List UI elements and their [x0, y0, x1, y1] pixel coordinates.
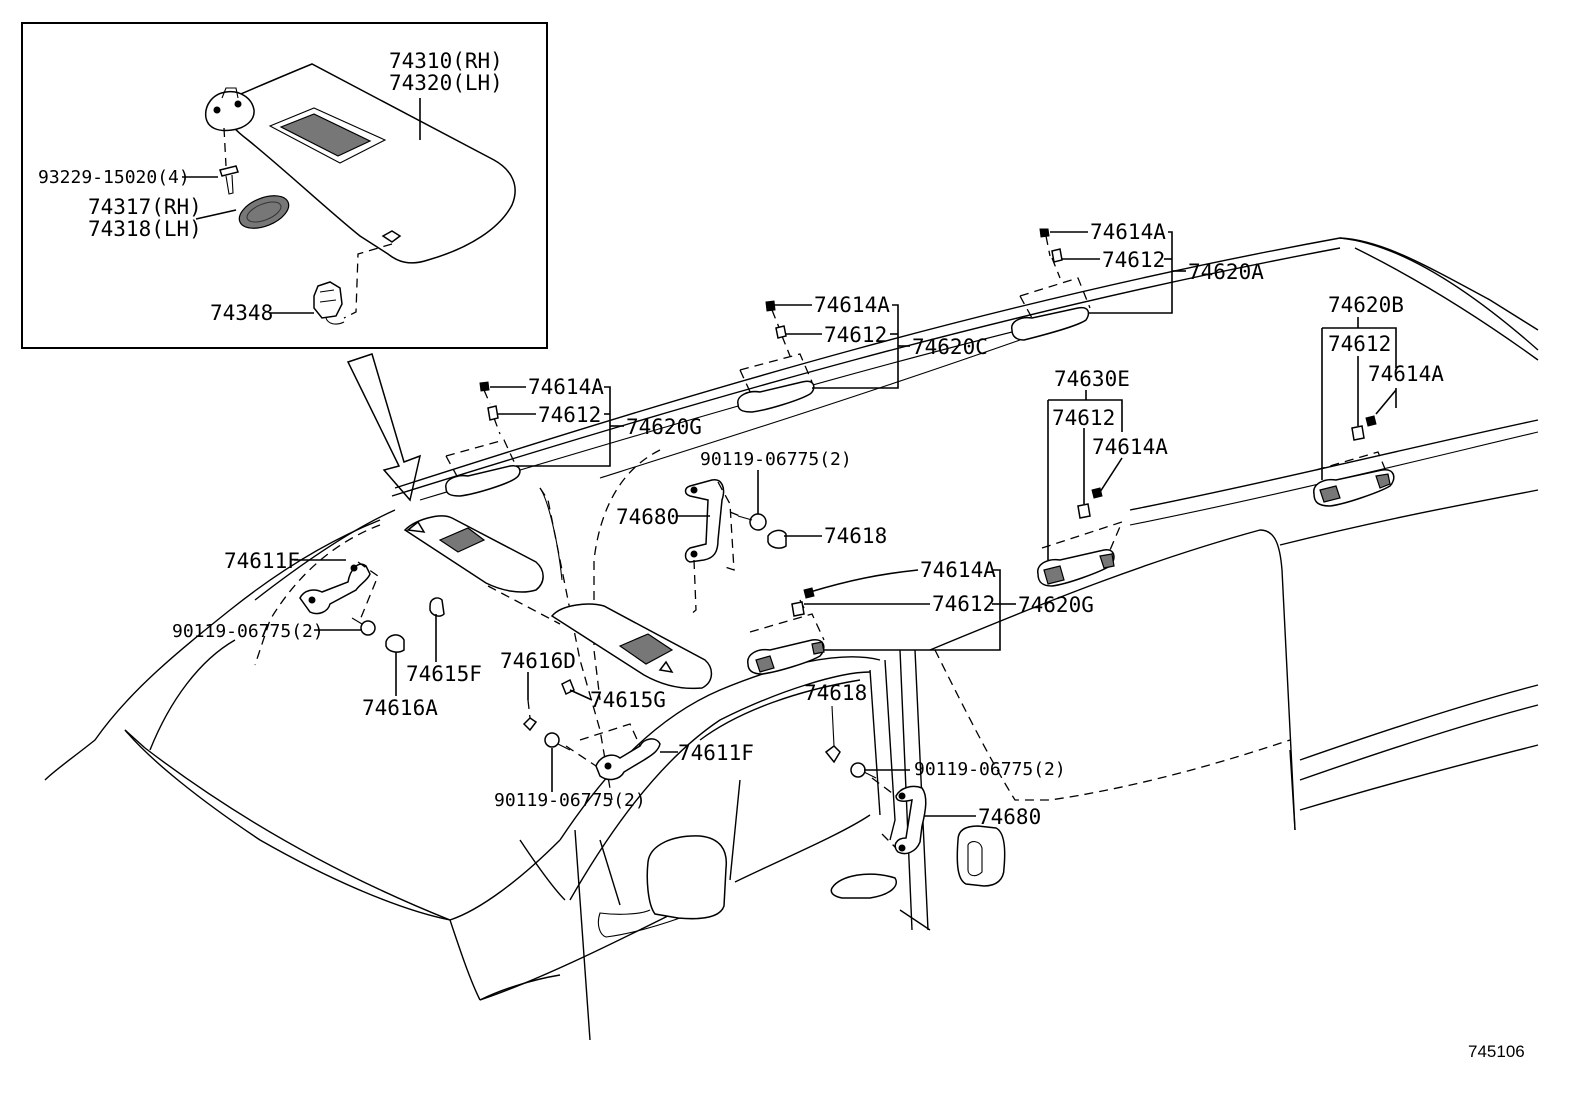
cover-74616d-icon [522, 699, 538, 732]
assist-grip-74620g-front [445, 381, 521, 497]
label-clip: 74348 [210, 301, 273, 325]
label-screw: 93229-15020(4) [38, 167, 190, 188]
label-74614a-b: 74614A [1368, 362, 1444, 386]
clip-74612-icon [791, 601, 805, 617]
label-holder-lh: 74318(LH) [88, 217, 202, 241]
cap-74618-upper-icon [767, 529, 787, 549]
label-74614a-a: 74614A [1090, 220, 1166, 244]
sun-visor-right [550, 603, 713, 690]
clip-74614a-icon [765, 300, 776, 312]
label-74611f-mid: 74611F [678, 741, 754, 765]
label-74614a-g-front: 74614A [528, 375, 604, 399]
bolt-mid-icon [544, 732, 571, 751]
visor-holder-icon [238, 195, 290, 229]
front-door-handle [830, 873, 897, 899]
cover-74615g-icon [561, 678, 575, 696]
clip-74614a-icon [1039, 228, 1050, 238]
leader-lines [294, 231, 1397, 817]
label-visor-lh: 74320(LH) [389, 71, 503, 95]
assist-grip-74620c [737, 300, 815, 413]
label-74612-e: 74612 [1052, 406, 1115, 430]
assist-grip-74620g-rear [747, 587, 825, 675]
label-74630e: 74630E [1054, 367, 1130, 391]
visor-holder-74611f-left [299, 561, 379, 621]
side-mirror-shape [646, 835, 728, 920]
clip-74612-icon [1077, 503, 1091, 519]
label-74614a-g-rear: 74614A [920, 558, 996, 582]
label-74612-c: 74612 [824, 323, 887, 347]
clip-74612-icon [1051, 248, 1063, 263]
visor-mirror-glass [279, 113, 372, 157]
label-bolt-lower: 90119-06775(2) [914, 759, 1066, 780]
hinge-hole [213, 106, 221, 114]
part-labels: 74614A 74612 74620A 74614A 74612 74620C … [172, 220, 1525, 1061]
label-bolt-upper: 90119-06775(2) [700, 449, 852, 470]
clip-74614a-icon [479, 381, 490, 392]
visor-dashed-link [487, 585, 561, 625]
label-74620c: 74620C [912, 335, 988, 359]
figure-number: 745106 [1468, 1042, 1525, 1061]
label-74615f: 74615F [406, 662, 482, 686]
bolt-lower-icon [850, 762, 877, 779]
assist-grip-74620a [1011, 228, 1091, 341]
detail-pointer-arrow [346, 353, 422, 502]
screw-dashed-line [223, 127, 227, 167]
label-74680-lower: 74680 [978, 805, 1041, 829]
hinge-hole [234, 100, 242, 108]
label-74616a: 74616A [362, 696, 438, 720]
label-bolt-mid: 90119-06775(2) [494, 790, 646, 811]
leader-holder [195, 209, 237, 220]
label-74612-g-rear: 74612 [932, 592, 995, 616]
label-74618-upper: 74618 [824, 524, 887, 548]
label-74680-upper: 74680 [616, 505, 679, 529]
vehicle-body-outline [44, 237, 1539, 1041]
label-bolt-left: 90119-06775(2) [172, 621, 324, 642]
assist-grip-74620b [1313, 415, 1395, 507]
assist-grip-74680-upper [684, 479, 735, 616]
cap-74618-lower-icon [824, 705, 841, 764]
visor-pivot-hinge [204, 90, 255, 132]
clip-74612-icon [487, 405, 499, 421]
label-74616d: 74616D [500, 649, 576, 673]
visor-stop-pin [381, 230, 402, 243]
label-74620b: 74620B [1328, 293, 1404, 317]
clip-74612-icon [775, 325, 787, 339]
label-74614a-e: 74614A [1092, 435, 1168, 459]
cover-74616a-icon [385, 634, 405, 653]
cover-74615f-icon [429, 597, 445, 617]
visor-clip-icon [313, 281, 345, 325]
label-74614a-c: 74614A [814, 293, 890, 317]
screw-icon [219, 165, 239, 195]
sun-visor-detail-inset: 74310(RH) 74320(LH) 93229-15020(4) 74317… [21, 22, 548, 349]
bolt-upper-icon [729, 511, 767, 531]
hinge-shaft [221, 87, 239, 99]
assist-grip-74680-lower [871, 777, 927, 855]
label-visor-rh: 74310(RH) [389, 49, 503, 73]
clip-74612-icon [1351, 425, 1365, 441]
bolt-left-icon [351, 617, 376, 636]
sun-visor-left [403, 515, 544, 593]
clip-74614a-icon [1365, 415, 1377, 427]
clip-dashed-line [343, 243, 393, 319]
label-74612-a: 74612 [1102, 248, 1165, 272]
visor-holder-74611f-mid [565, 723, 661, 781]
assist-grip-74630e [1037, 487, 1124, 587]
clip-74614a-icon [1091, 487, 1103, 499]
clip-74614a-icon [803, 587, 815, 599]
sun-visor-shape [221, 63, 516, 264]
label-74620a: 74620A [1188, 260, 1264, 284]
visor-mirror-frame [268, 107, 387, 164]
label-74611f-left: 74611F [224, 549, 300, 573]
slide-door-handle [956, 825, 1006, 887]
label-74618-lower: 74618 [804, 681, 867, 705]
label-74612-g-front: 74612 [538, 403, 601, 427]
label-holder-rh: 74317(RH) [88, 195, 202, 219]
label-74615g: 74615G [590, 688, 666, 712]
label-74620g-rear: 74620G [1018, 593, 1094, 617]
label-74612-b: 74612 [1328, 332, 1391, 356]
label-74620g-front: 74620G [626, 415, 702, 439]
